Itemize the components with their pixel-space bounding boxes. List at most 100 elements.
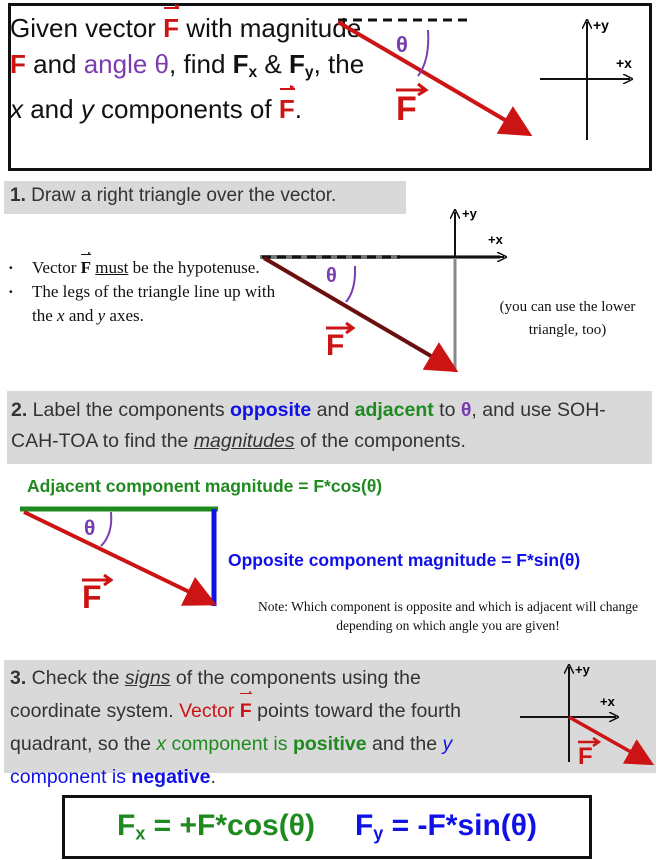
bullet: Vector F must be the hypotenuse. — [8, 252, 288, 280]
f-label: F — [326, 329, 344, 362]
adjacent: adjacent — [354, 399, 434, 421]
bullet: The legs of the triangle line up with th… — [8, 280, 288, 328]
vector-arrow-icon — [82, 573, 114, 587]
vector-f: F — [240, 690, 252, 728]
adjacent-label: Adjacent component magnitude = F*cos(θ) — [27, 476, 383, 496]
text: , find — [169, 49, 233, 79]
magnitudes: magnitudes — [193, 430, 295, 452]
expr: = -F*sin(θ) — [383, 809, 538, 843]
angle-text: angle θ — [83, 49, 170, 79]
y-italic: y — [80, 93, 94, 124]
y: y — [97, 306, 106, 325]
theta-label: θ — [84, 517, 95, 540]
step-number: 1. — [10, 185, 26, 206]
sub-y: y — [373, 823, 384, 844]
text: & — [257, 49, 289, 79]
text: axes. — [105, 306, 144, 325]
f-label: F — [82, 579, 102, 615]
text: component is — [10, 766, 132, 788]
text: points toward the fourth quadrant, so th… — [10, 700, 461, 755]
x-italic: x — [10, 93, 23, 124]
step3-axes-diagram: +y +x F — [520, 662, 655, 770]
angle-arc — [100, 511, 113, 547]
sub-x: x — [135, 823, 146, 844]
y: y — [442, 733, 453, 755]
opposite: opposite — [230, 399, 312, 421]
sub-y: y — [304, 63, 314, 81]
plus-y-label: +y — [593, 17, 609, 33]
fx: F — [232, 49, 249, 79]
angle-arc — [345, 265, 357, 303]
step-number: 3. — [10, 667, 27, 689]
vector-f: F — [279, 85, 296, 127]
step-number: 2. — [11, 399, 28, 421]
opposite-label: Opposite component magnitude = F*sin(θ) — [228, 550, 581, 570]
must: must — [95, 258, 129, 277]
text: Given vector — [10, 13, 164, 43]
step1-triangle-diagram: θ F +y +x — [260, 206, 504, 373]
vector-arrow — [23, 510, 217, 606]
text: , the — [313, 49, 365, 79]
theta: θ — [460, 399, 472, 421]
problem-box — [8, 3, 652, 171]
text: , and use SOH-CAH-TOA to find the — [11, 399, 606, 452]
step3-header: 3. Check the signs of the components usi… — [4, 660, 656, 788]
sub-x: x — [248, 63, 258, 81]
f: F — [116, 809, 136, 843]
lower-triangle-note: (you can use the lower triangle, too) — [499, 299, 636, 338]
step1-bullets: Vector F must be the hypotenuse. The leg… — [8, 252, 288, 328]
vector-arrow — [336, 20, 533, 137]
text: with magnitude — [179, 13, 362, 43]
text: be the hypotenuse. — [128, 258, 260, 277]
vector-f: F — [81, 252, 92, 280]
expr: = +F*cos(θ) — [145, 809, 315, 843]
text: Vector — [32, 258, 81, 277]
f-label: F — [578, 743, 593, 770]
f-label: F — [396, 90, 417, 128]
problem-statement: Given vector F with magnitude F and angl… — [10, 4, 380, 127]
text: Check the — [26, 667, 125, 689]
angle-arc — [417, 29, 430, 77]
positive: positive — [292, 733, 367, 755]
text: and — [64, 306, 98, 325]
final-answer-box: Fx = +F*cos(θ)Fy = -F*sin(θ) — [62, 795, 592, 859]
vector-arrow-icon — [326, 321, 356, 335]
fy-formula: Fy = -F*sin(θ) — [355, 809, 537, 845]
text: component is — [166, 733, 293, 755]
negative: negative — [131, 766, 211, 788]
text: Label the components — [27, 399, 230, 421]
vector-arrow — [262, 256, 459, 373]
x: x — [156, 733, 167, 755]
theta-label: θ — [326, 265, 337, 287]
vector-arrow-icon — [578, 736, 602, 748]
top-vector-diagram: θ F +y +x — [336, 17, 632, 140]
plus-y-label: +y — [462, 206, 478, 221]
f: F — [354, 809, 374, 843]
text: to — [433, 399, 461, 421]
x: x — [57, 306, 65, 325]
plus-x-label: +x — [616, 55, 632, 71]
plus-y-label: +y — [575, 662, 591, 677]
magnitude-f: F — [10, 49, 26, 79]
text: components of — [93, 93, 279, 124]
step2-components-diagram: θ F — [20, 506, 218, 615]
vector-arrow — [568, 715, 655, 766]
vector-arrow-icon — [396, 82, 429, 97]
step1-header: 1. Draw a right triangle over the vector… — [4, 181, 406, 214]
text: of the components using the coordinate s… — [10, 667, 421, 722]
vector-text: Vector — [179, 700, 240, 722]
text: . — [210, 766, 216, 788]
vector-f: F — [163, 4, 180, 46]
text: and — [23, 93, 81, 124]
plus-x-label: +x — [488, 232, 504, 247]
theta-label: θ — [396, 32, 408, 57]
step2-header: 2. Label the components opposite and adj… — [7, 391, 652, 464]
fx-formula: Fx = +F*cos(θ) — [117, 809, 315, 845]
note: Note: Which component is opposite and wh… — [258, 599, 638, 633]
step-text: Draw a right triangle over the vector. — [25, 185, 337, 206]
signs: signs — [124, 667, 171, 689]
text: . — [294, 93, 302, 124]
text: and — [311, 399, 355, 421]
text: and the — [366, 733, 443, 755]
